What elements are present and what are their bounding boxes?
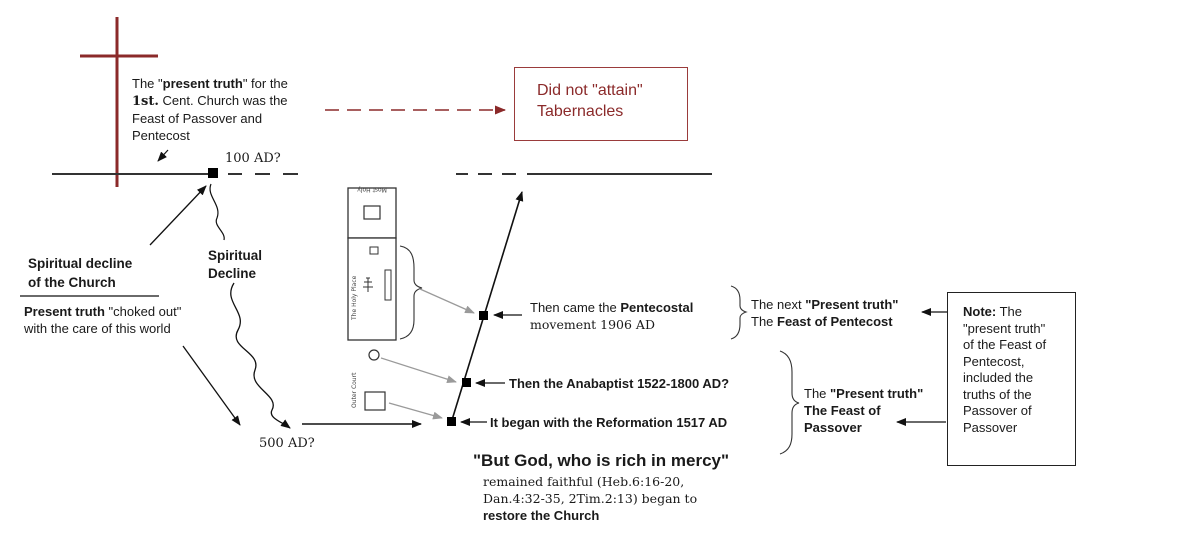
tabernacle-drawing: Most Holy The Holy Place Outer Court [347, 186, 397, 411]
gray-arrow-pentecostal [419, 288, 475, 314]
rich-in-mercy-quote: "But God, who is rich in mercy" [473, 451, 730, 470]
choked-out-text: Present truth "choked out" with the care… [24, 304, 182, 336]
present-truth-passover: The "Present truth" The Feast of Passove… [804, 386, 924, 435]
anabaptist-text: Then the Anabaptist 1522-1800 AD? [509, 376, 730, 391]
gray-arrow-anabaptist [380, 357, 457, 384]
decline-wave-2 [230, 282, 291, 429]
spiritual-decline-church: Spiritual decline of the Church [28, 256, 133, 290]
holy-place-brace [399, 245, 423, 340]
date-500ad: 500 AD? [259, 436, 315, 451]
marker-pentecostal [479, 311, 488, 320]
next-present-truth: The next "Present truth" The Feast of Pe… [751, 297, 899, 329]
note-box: Note: The "present truth" of the Feast o… [947, 292, 1076, 466]
marker-anabaptist [462, 378, 471, 387]
choked-arrow [182, 345, 241, 426]
passover-brace [779, 350, 800, 455]
pentecostal-text: Then came the Pentecostal movement 1906 … [530, 300, 694, 332]
marker-reformation [447, 417, 456, 426]
date-100ad: 100 AD? [225, 151, 281, 166]
gray-arrow-reformation [388, 402, 443, 420]
spiritual-decline-label: Spiritual Decline [208, 248, 263, 281]
label-holy-place: The Holy Place [351, 275, 358, 321]
note-text: Note: The "present truth" of the Feast o… [963, 304, 1047, 435]
small-arrow [157, 149, 169, 162]
marker-100ad [208, 168, 218, 178]
decline-wave-1 [209, 183, 225, 241]
label-outer-court: Outer Court [351, 372, 358, 408]
pentecost-brace [730, 285, 748, 340]
cross-icon [80, 17, 158, 187]
present-truth-text: The "present truth" for the 1st. Cent. C… [132, 76, 288, 143]
did-not-attain-text: Did not "attain" Tabernacles [537, 82, 643, 120]
label-most-holy: Most Holy [357, 186, 387, 193]
rich-in-mercy-text: remained faithful (Heb.6:16-20, Dan.4:32… [483, 474, 698, 523]
reformation-text: It began with the Reformation 1517 AD [490, 415, 728, 430]
did-not-attain-box: Did not "attain" Tabernacles [514, 67, 688, 141]
decline-arrow-up [149, 185, 207, 246]
